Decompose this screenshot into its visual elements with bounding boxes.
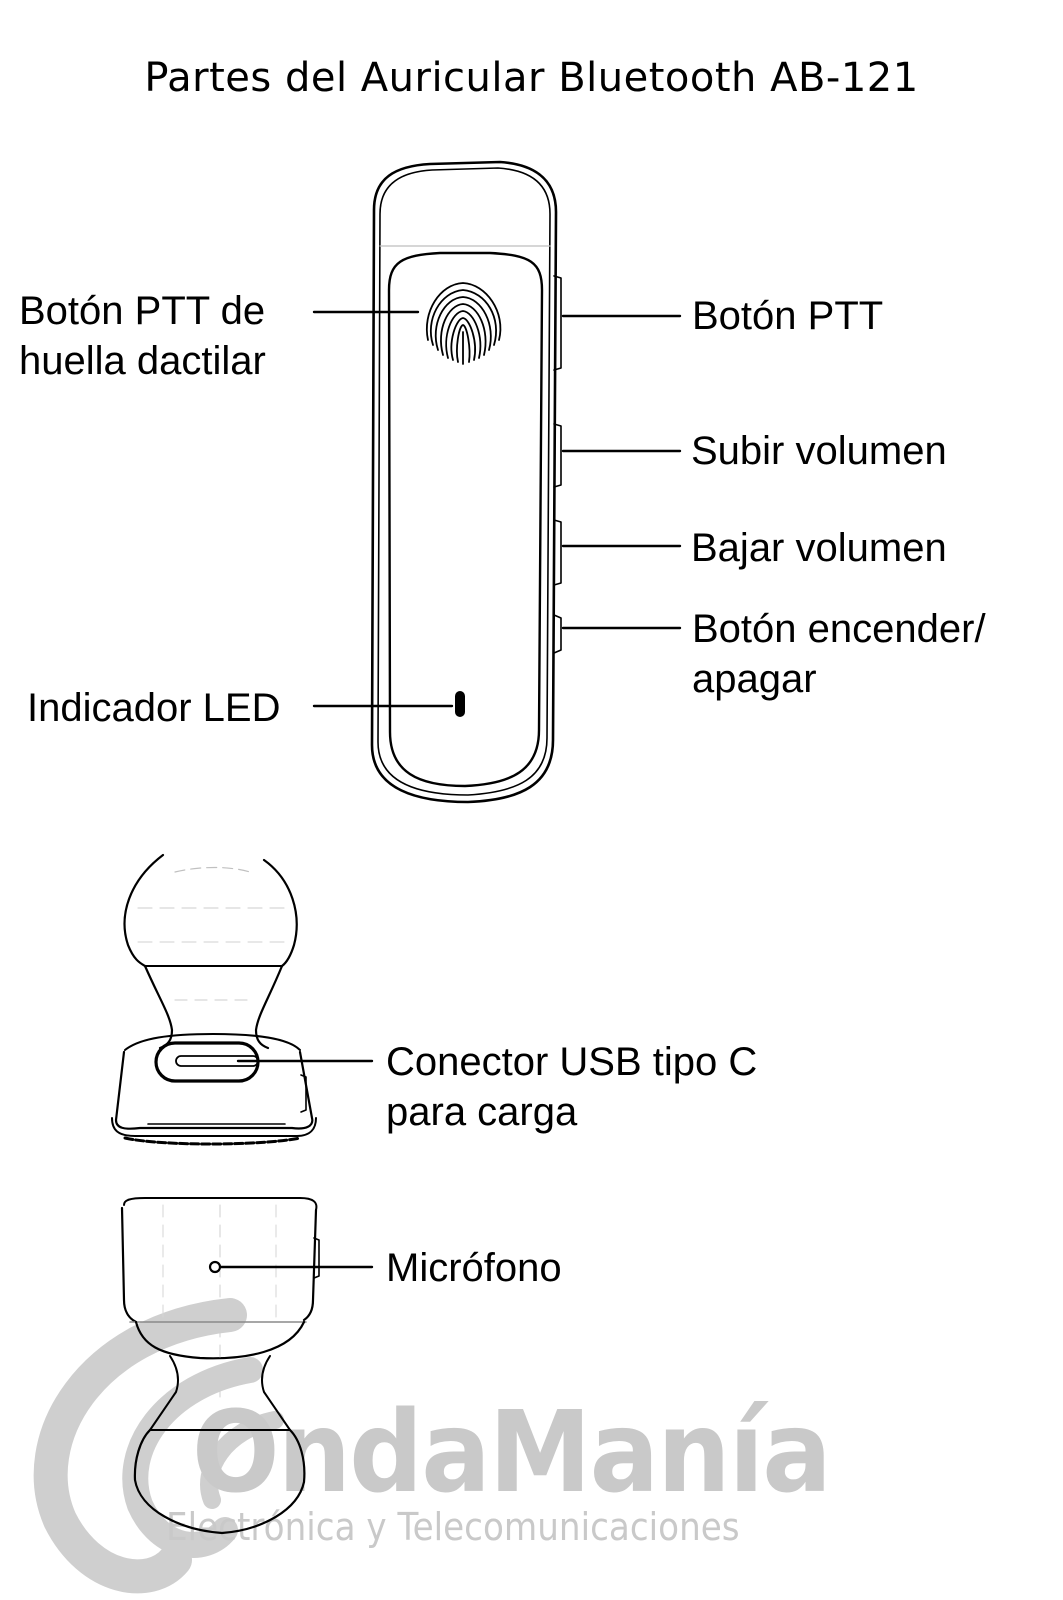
label-led-indicator: Indicador LED [27,683,280,733]
earpiece-usb-view [111,853,317,1146]
label-line: Botón encender/ [692,607,986,651]
ptt-side-button [553,275,562,371]
label-microphone: Micrófono [386,1243,562,1293]
volume-down-side-button [553,519,562,586]
label-power-button: Botón encender/ apagar [692,604,986,704]
earpiece-mic-view [120,1197,320,1535]
label-volume-up: Subir volumen [691,426,947,476]
label-fingerprint-ptt: Botón PTT de huella dactilar [19,286,266,386]
watermark-tagline: Electrónica y Telecomunicaciones [166,1505,740,1549]
label-ptt-button: Botón PTT [692,291,883,341]
label-line: para carga [386,1090,578,1134]
label-line: Botón PTT de [19,289,266,333]
microphone-hole [208,1260,222,1274]
label-line: Botón PTT [692,294,884,338]
power-side-button [553,614,562,654]
label-line: apagar [692,657,817,701]
fingerprint-icon [426,282,502,365]
led-indicator [455,691,465,717]
label-line: Indicador LED [27,686,281,730]
label-line: Micrófono [386,1246,562,1290]
label-volume-down: Bajar volumen [691,523,947,573]
label-usb-c-connector: Conector USB tipo C para carga [386,1037,757,1137]
label-line: Bajar volumen [691,526,947,570]
headset-body [370,160,562,804]
label-line: Conector USB tipo C [386,1040,758,1084]
label-line: huella dactilar [19,339,266,383]
diagram-title: Partes del Auricular Bluetooth AB-121 [144,55,919,101]
volume-up-side-button [553,423,562,488]
label-line: Subir volumen [691,429,947,473]
